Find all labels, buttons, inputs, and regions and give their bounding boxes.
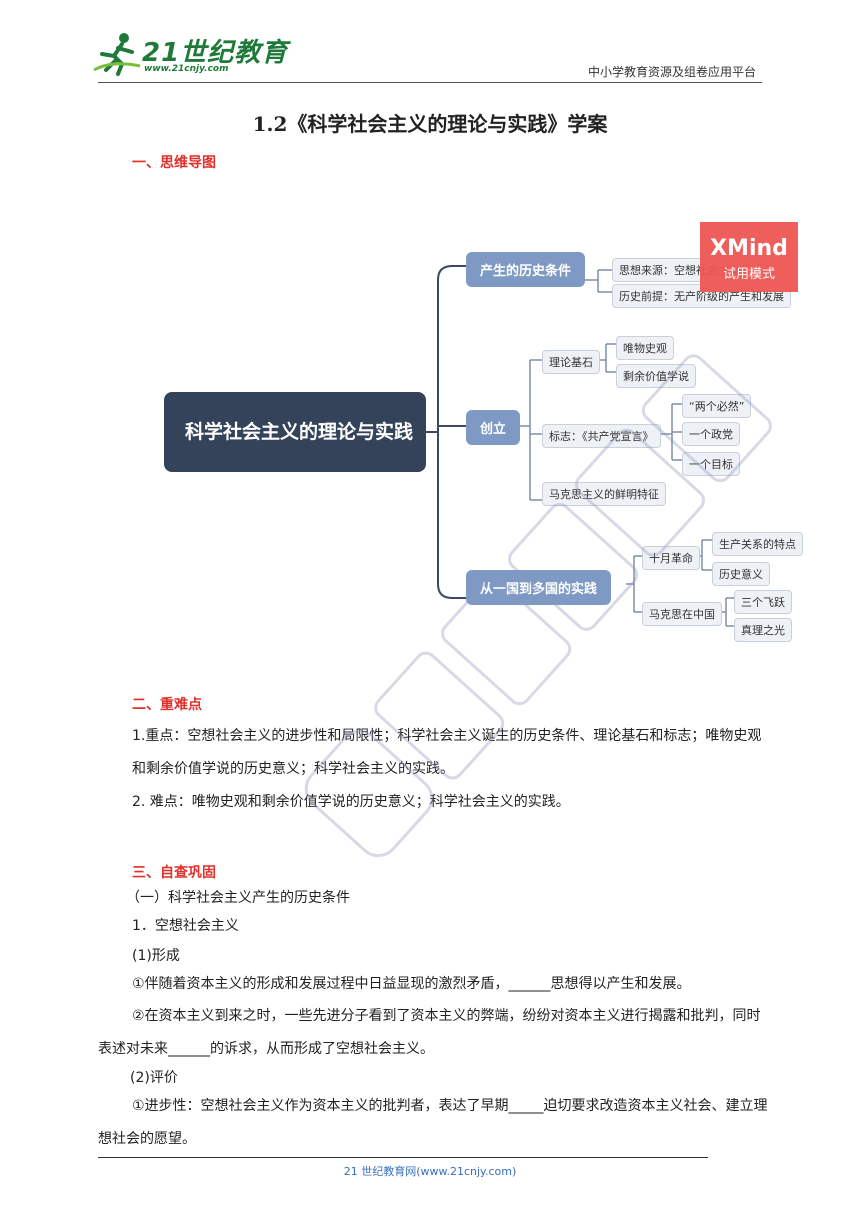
node-marxism-feature: 马克思主义的鲜明特征 [542,482,666,506]
header-platform-text: 中小学教育资源及组卷应用平台 [587,65,756,79]
self-check-formation: (1)形成 [132,948,180,964]
self-check-blank-3: ①进步性：空想社会主义作为资本主义的批判者，表达了早期_____迫切要求改造资本… [98,1098,768,1147]
mind-map: 科学社会主义的理论与实践 产生的历史条件 思想来源：空想社会主义 历史前提：无产… [150,220,810,650]
self-check-blank-2: ②在资本主义到来之时，一些先进分子看到了资本主义的弊端，纷纷对资本主义进行揭露和… [98,1008,761,1057]
node-marx-in-china: 马克思在中国 [642,602,722,626]
logo-url: www.21cnjy.com [144,64,229,74]
node-two-inevitabilities: “两个必然” [682,394,752,418]
self-check-item-heading: 1．空想社会主义 [132,918,239,934]
mind-map-connectors [426,265,734,627]
section-heading-key-points: 二、重难点 [132,697,202,713]
footer-divider [98,1157,708,1158]
self-check-subheading: （一）科学社会主义产生的历史条件 [126,890,350,906]
node-light-of-truth: 真理之光 [734,618,792,642]
xmind-badge-title: XMind [710,236,788,261]
branch-historical-conditions: 产生的历史条件 [466,252,586,287]
site-logo: 21世纪教育 www.21cnjy.com [92,30,287,80]
logo-text: 21世纪教育 [142,38,289,68]
node-one-party: 一个政党 [682,422,740,446]
key-point-1: 1.重点：空想社会主义的进步性和局限性；科学社会主义诞生的历史条件、理论基石和标… [132,728,762,777]
header-divider [98,82,762,83]
xmind-badge-subtitle: 试用模式 [722,267,775,282]
self-check-blank-1: ①伴随着资本主义的形成和发展过程中日益显现的激烈矛盾，______思想得以产生和… [132,976,691,992]
node-production-relations: 生产关系的特点 [712,532,803,556]
section-heading-self-check: 三、自查巩固 [132,865,216,881]
node-theory-foundation: 理论基石 [542,350,600,374]
node-communist-manifesto: 标志：《共产党宣言》 [542,424,661,448]
mind-map-root: 科学社会主义的理论与实践 [164,392,426,472]
key-point-2: 2. 难点：唯物史观和剩余价值学说的历史意义；科学社会主义的实践。 [132,794,570,810]
section-heading-mindmap: 一、思维导图 [132,155,216,171]
node-surplus-value: 剩余价值学说 [616,364,696,388]
node-historical-significance: 历史意义 [712,562,770,586]
node-one-goal: 一个目标 [682,452,740,476]
node-three-leaps: 三个飞跃 [734,590,792,614]
mind-map-root-label: 科学社会主义的理论与实践 [185,421,414,443]
branch-founding: 创立 [466,410,521,445]
page-title: 1.2《科学社会主义的理论与实践》学案 [252,112,608,136]
self-check-evaluation: (2)评价 [130,1070,178,1086]
node-october-revolution: 十月革命 [642,546,700,570]
node-historical-materialism: 唯物史观 [616,336,674,360]
footer-link[interactable]: 21 世纪教育网(www.21cnjy.com) [343,1165,517,1178]
runner-icon [93,33,141,76]
branch-practice: 从一国到多国的实践 [466,570,612,605]
xmind-trial-badge: XMind 试用模式 [700,222,798,292]
